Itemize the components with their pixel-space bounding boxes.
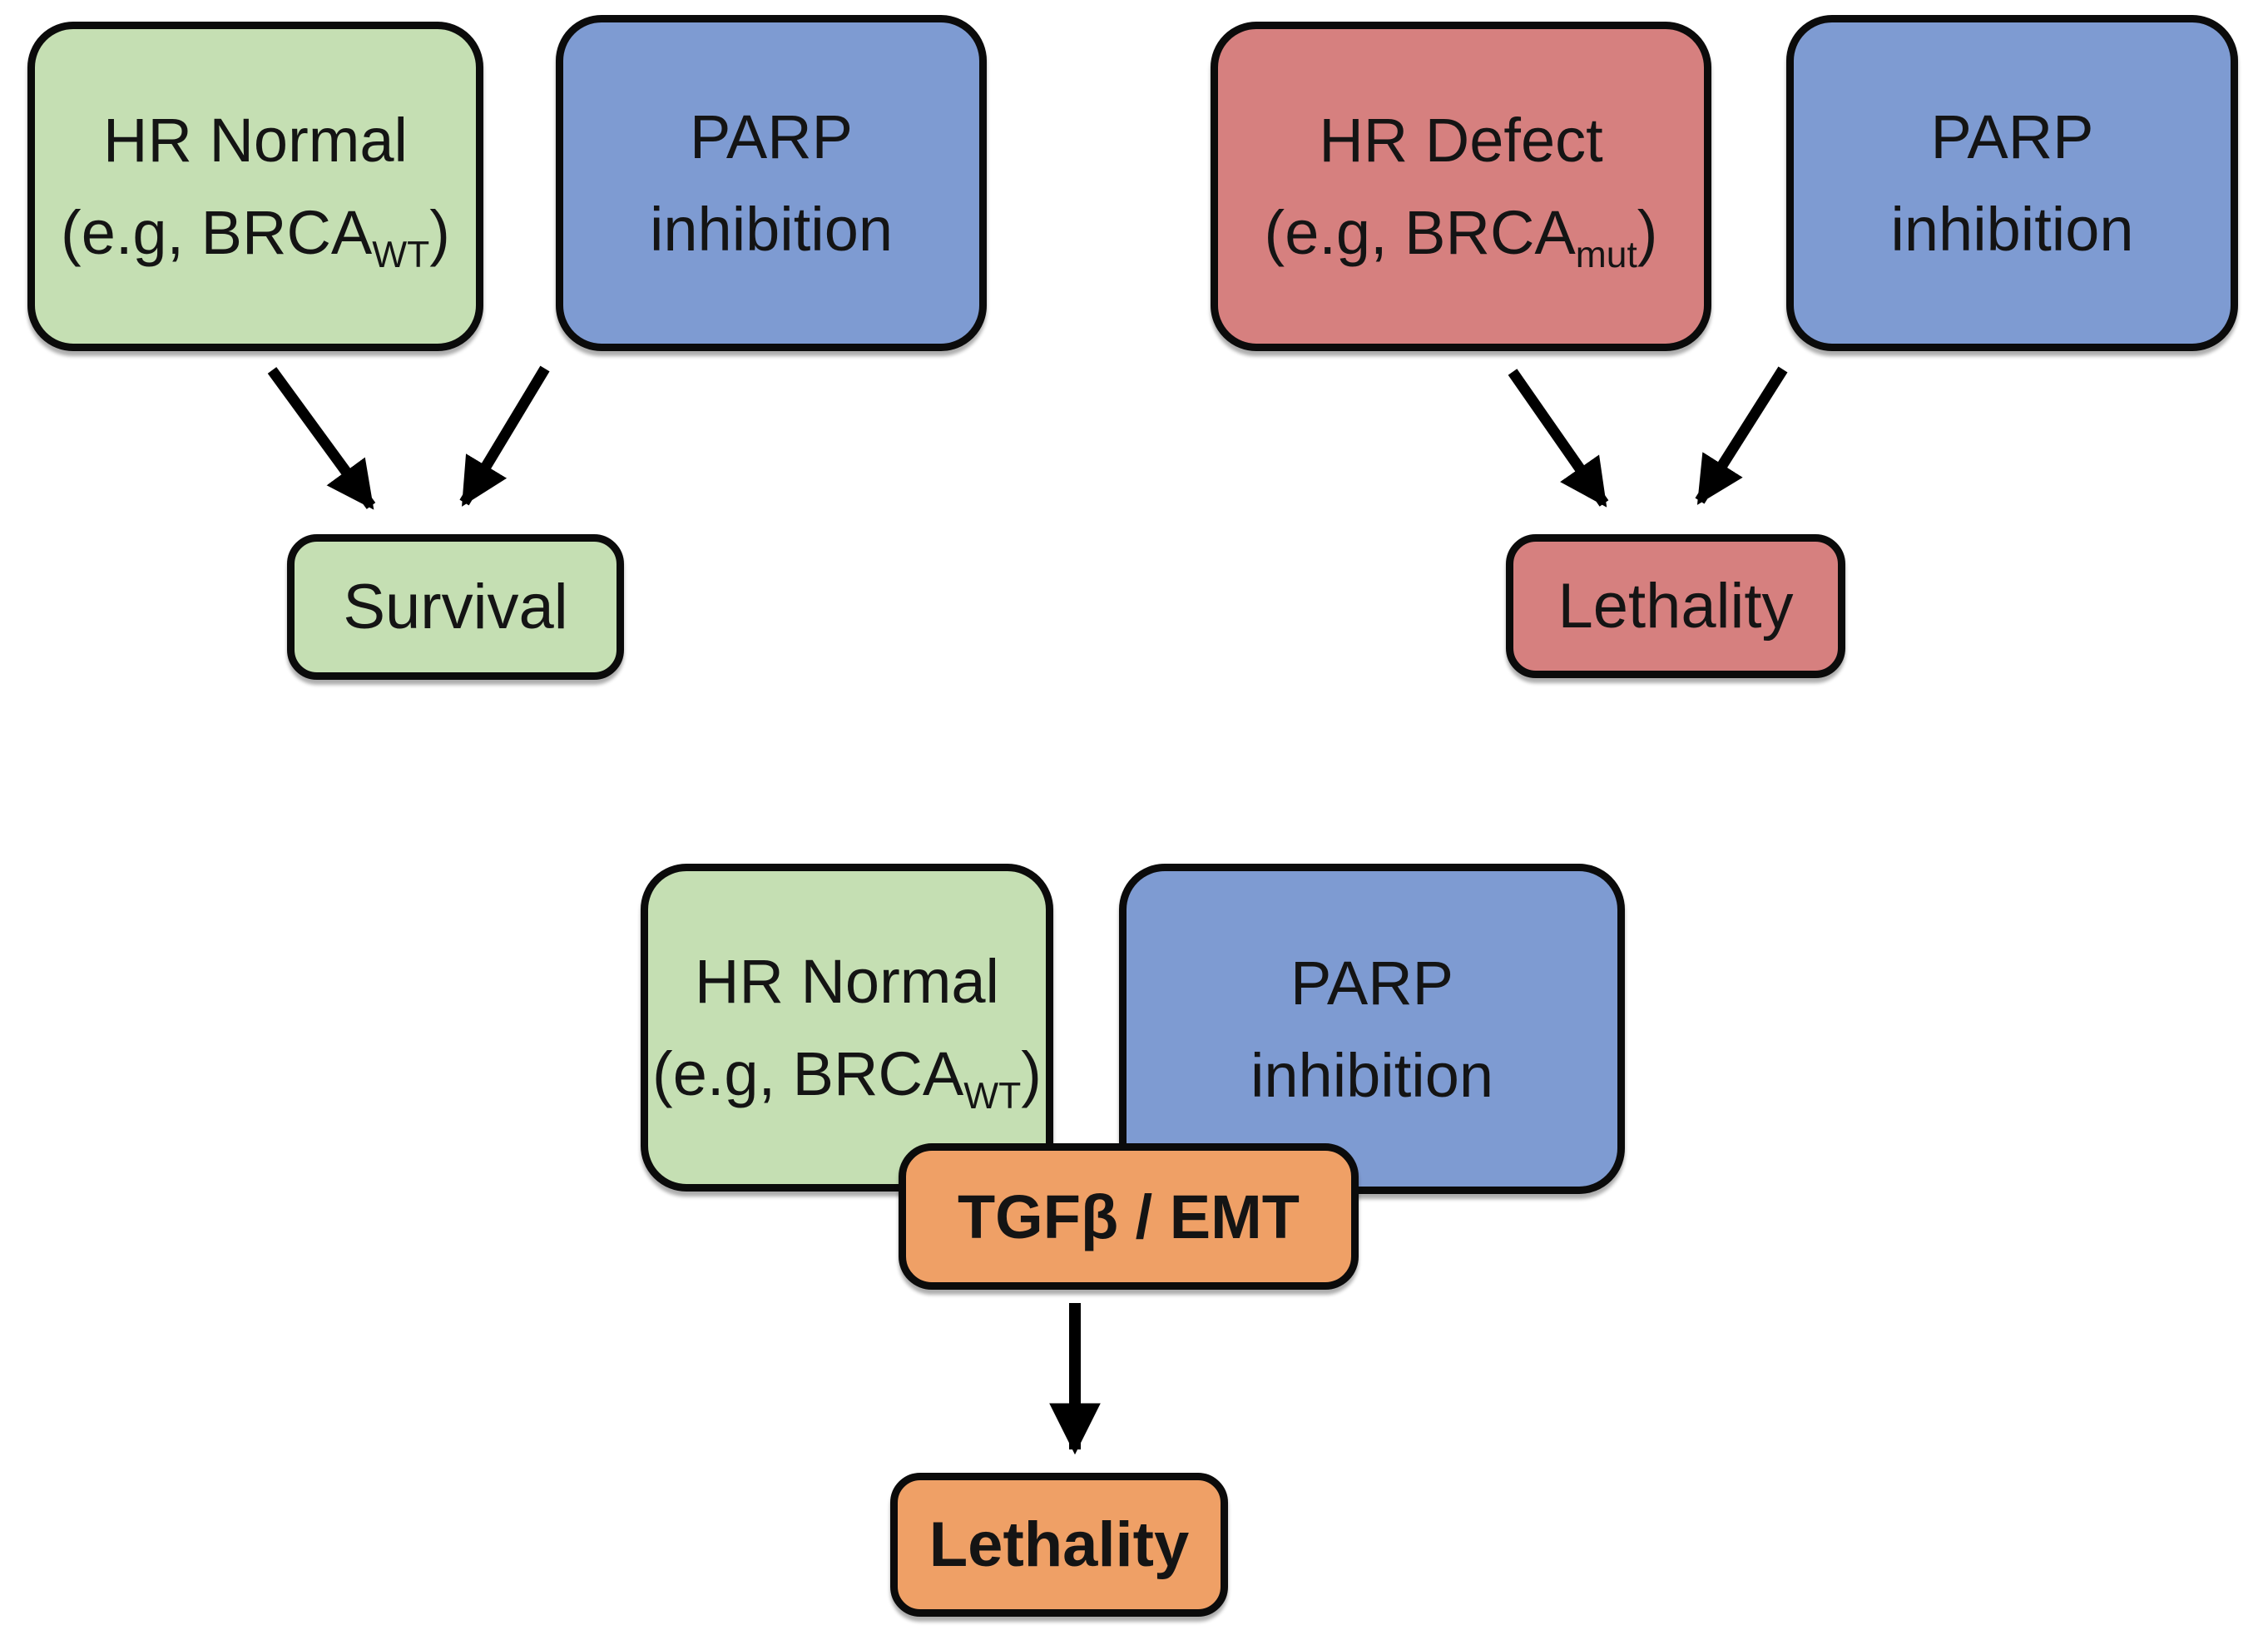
box-label-line: (e.g, BRCAWT): [652, 1039, 1042, 1117]
survival-box: Survival: [287, 534, 624, 680]
box-label-line: PARP: [1930, 102, 2094, 171]
box-label-line: inhibition: [649, 195, 894, 264]
hr-normal-box-top: HR Normal (e.g, BRCAWT): [27, 22, 483, 351]
hr-normal-box-bottom: HR Normal (e.g, BRCAWT): [641, 864, 1053, 1192]
box-label-line: HR Defect: [1319, 106, 1603, 175]
outcome-label: Lethality: [1557, 570, 1794, 642]
subscript: WT: [372, 234, 430, 275]
box-label-line: HR Normal: [103, 106, 408, 175]
parp-inhibition-box-top-right: PARP inhibition: [1786, 15, 2238, 351]
subscript: WT: [963, 1075, 1022, 1117]
outcome-label: Lethality: [928, 1509, 1190, 1580]
box-label-line: inhibition: [1890, 195, 2134, 264]
hr-defect-box: HR Defect (e.g, BRCAmut): [1211, 22, 1711, 351]
arrow-hr-defect-to-lethality: [1508, 369, 1609, 508]
arrow-parp-to-survival: [459, 365, 550, 507]
box-label-line: (e.g, BRCAmut): [1264, 198, 1658, 275]
outcome-label: Survival: [343, 571, 568, 642]
box-label-line: inhibition: [1250, 1040, 1494, 1110]
arrow-hr-normal-to-survival: [267, 367, 376, 510]
box-label-line: HR Normal: [695, 947, 999, 1016]
tgfb-emt-box: TGFβ / EMT: [899, 1143, 1359, 1290]
lethality-box-top: Lethality: [1506, 534, 1845, 678]
box-label-line: PARP: [689, 102, 854, 171]
box-label-line: (e.g, BRCAWT): [61, 198, 450, 275]
subscript: mut: [1575, 234, 1637, 275]
lethality-box-bottom: Lethality: [890, 1473, 1228, 1617]
arrow-parp-to-lethality: [1695, 366, 1788, 505]
parp-inhibition-box-bottom: PARP inhibition: [1119, 864, 1625, 1194]
parp-inhibition-box-top-left: PARP inhibition: [556, 15, 987, 351]
box-label-line: PARP: [1290, 948, 1454, 1018]
mediator-label: TGFβ / EMT: [957, 1182, 1300, 1251]
